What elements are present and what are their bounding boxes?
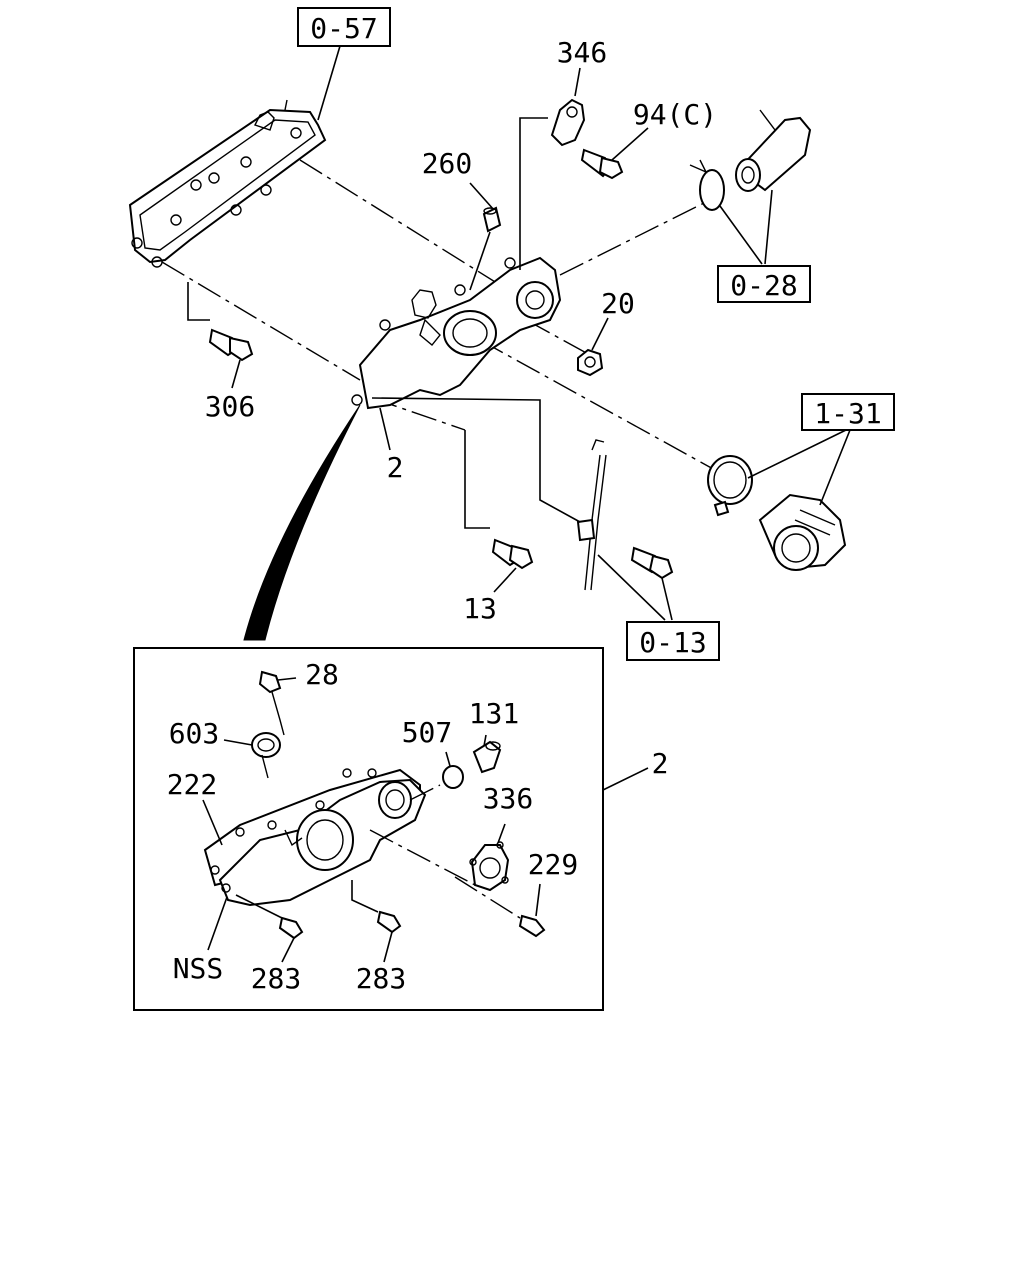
label-94c: 94(C)	[633, 98, 717, 131]
ref-label-1-31: 1-31	[814, 397, 881, 430]
detail-assembly	[203, 670, 546, 940]
part-94c-bolt	[580, 148, 624, 180]
part-260-pin	[482, 206, 502, 233]
detail-zoom-arrow	[243, 404, 361, 641]
ref-box-1-31[interactable]: 1-31	[801, 393, 895, 431]
label-28: 28	[305, 658, 339, 691]
ref-label-0-13: 0-13	[639, 626, 706, 659]
label-131: 131	[469, 697, 520, 730]
label-283-left: 283	[251, 962, 302, 995]
part-13-bolt	[491, 538, 534, 570]
label-13: 13	[463, 592, 497, 625]
ref-box-0-28[interactable]: 0-28	[717, 265, 811, 303]
label-507: 507	[402, 716, 453, 749]
part-0-28-hose	[689, 109, 812, 211]
centerline	[299, 159, 501, 286]
label-2-detail: 2	[652, 747, 669, 780]
part-20-nut	[577, 348, 604, 377]
label-2-upper: 2	[387, 451, 404, 484]
label-336: 336	[483, 782, 534, 815]
label-346: 346	[557, 36, 608, 69]
label-306: 306	[205, 390, 256, 423]
label-283-right: 283	[356, 962, 407, 995]
part-0-13-cable	[576, 439, 674, 591]
centerline	[559, 194, 721, 276]
throttle-body	[351, 256, 562, 410]
label-nss: NSS	[173, 952, 224, 985]
ref-label-0-28: 0-28	[730, 269, 797, 302]
centerline	[161, 261, 361, 381]
ref-label-0-57: 0-57	[310, 12, 377, 45]
part-306-bolt	[208, 328, 254, 362]
ref-box-0-13[interactable]: 0-13	[626, 621, 720, 661]
label-229: 229	[528, 848, 579, 881]
label-603: 603	[169, 717, 220, 750]
part-1-31-boot	[707, 455, 847, 571]
leader-0-57	[317, 45, 341, 121]
centerline	[479, 339, 716, 471]
ref-box-0-57[interactable]: 0-57	[297, 7, 391, 47]
label-260: 260	[422, 147, 473, 180]
intake-gasket-plate	[128, 99, 327, 268]
label-20: 20	[601, 287, 635, 320]
part-346-bracket	[550, 98, 586, 147]
label-222: 222	[167, 768, 218, 801]
